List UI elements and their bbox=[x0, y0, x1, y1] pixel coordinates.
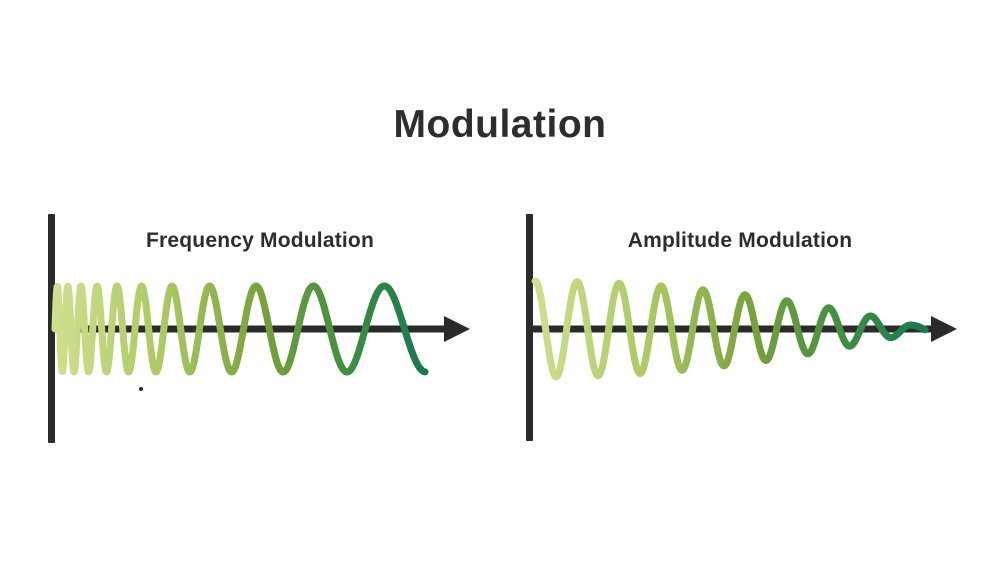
am-axis-arrowhead-icon bbox=[931, 316, 957, 342]
fm-wave bbox=[51, 282, 429, 376]
fm-diagram bbox=[48, 214, 470, 443]
fm-panel-label: Frequency Modulation bbox=[145, 229, 374, 252]
am-panel-label: Amplitude Modulation bbox=[627, 229, 853, 252]
stray-dot bbox=[139, 387, 143, 391]
fm-axis-arrowhead-icon bbox=[444, 316, 470, 342]
am-diagram bbox=[526, 214, 957, 441]
am-wave bbox=[531, 277, 929, 381]
page-title: Modulation bbox=[393, 103, 607, 146]
